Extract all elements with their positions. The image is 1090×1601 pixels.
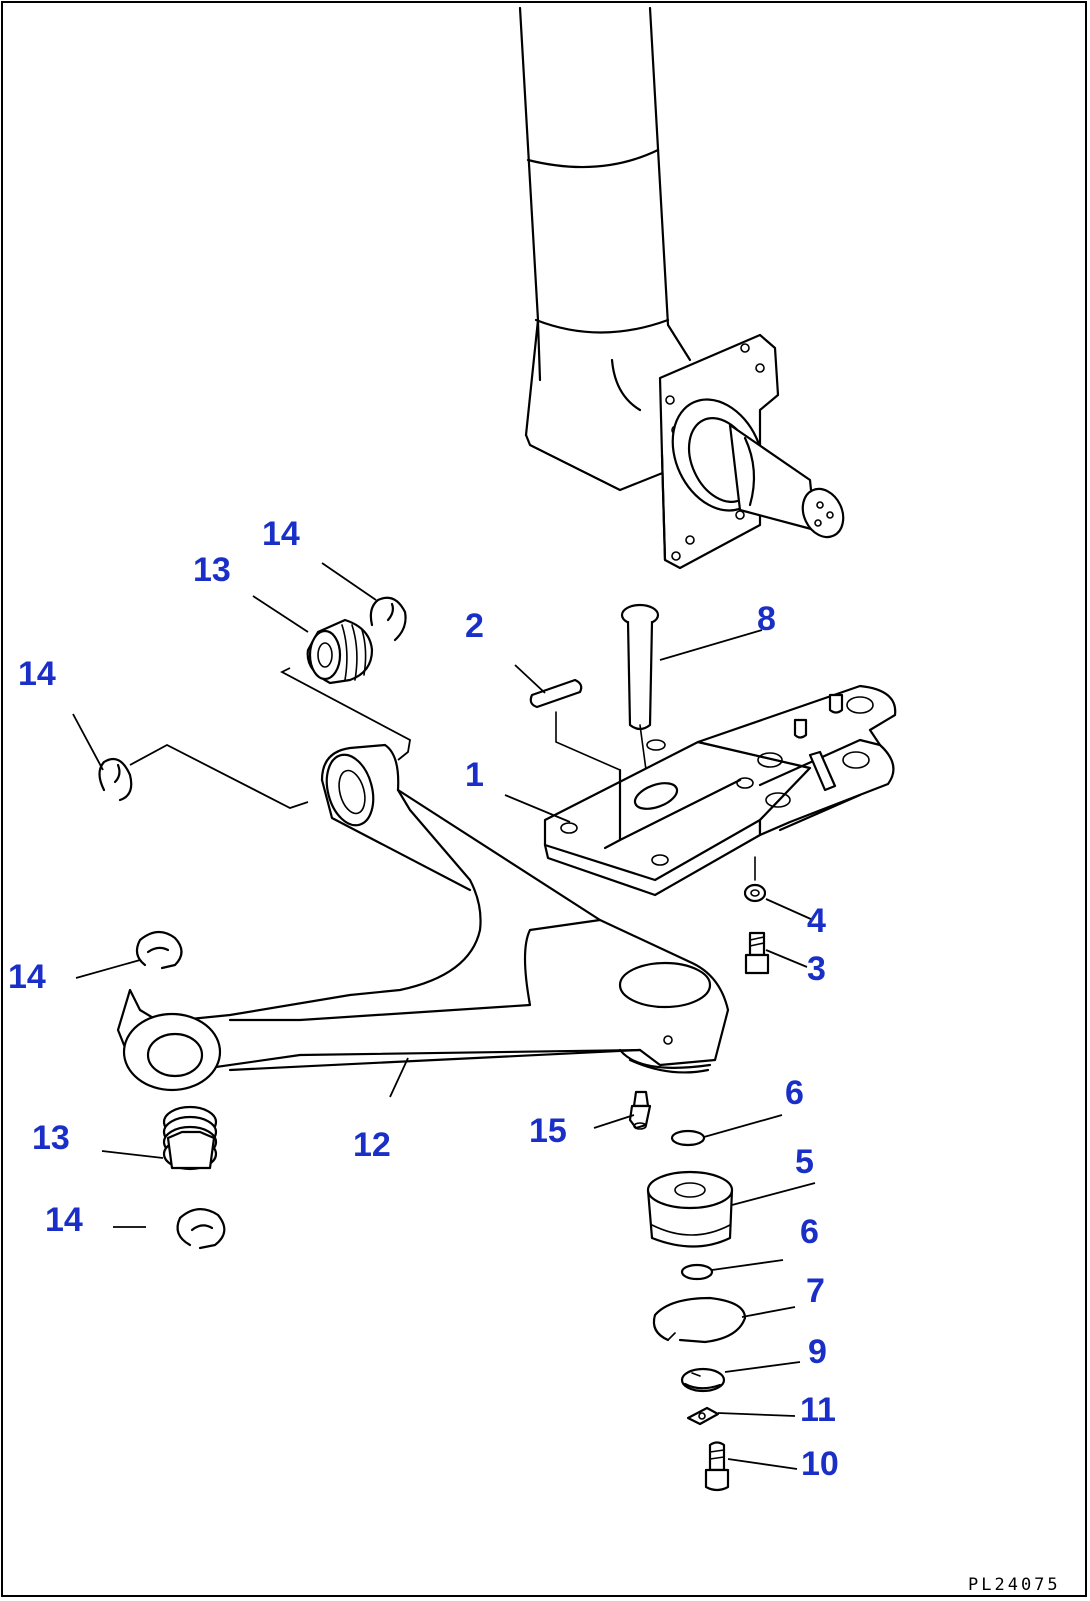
leader-lines: [72, 562, 816, 1470]
drawing-code: PL24075: [968, 1575, 1061, 1595]
callout-numbers: 14 13 14 2 8 1 4 3 14 12 15 6 5 13 14 6 …: [8, 515, 839, 1483]
callout-10: 10: [801, 1445, 839, 1483]
callout-13: 13: [193, 551, 231, 589]
callout-15: 15: [529, 1112, 567, 1150]
grease-fitting-part-15: [628, 1090, 652, 1130]
callout-2: 2: [465, 607, 484, 645]
callout-6: 6: [800, 1213, 819, 1251]
link-part-12: [116, 743, 730, 1092]
callout-3: 3: [807, 950, 826, 988]
callout-12: 12: [353, 1126, 391, 1164]
callout-5: 5: [795, 1143, 814, 1181]
snap-ring-part-14-b: [98, 757, 133, 802]
callout-13: 13: [32, 1119, 70, 1157]
callout-7: 7: [806, 1272, 825, 1310]
callout-14: 14: [18, 655, 56, 693]
callout-1: 1: [465, 756, 484, 794]
callout-4: 4: [807, 902, 826, 940]
snap-ring-part-14-a: [369, 596, 407, 642]
o-ring-part-6-upper: [670, 1129, 706, 1147]
bushing-part-13-upper: [306, 618, 374, 685]
snap-ring-part-7: [652, 1296, 747, 1344]
bearing-part-5: [646, 1170, 734, 1248]
callout-8: 8: [757, 600, 776, 638]
o-ring-part-6-lower: [680, 1263, 714, 1281]
callout-9: 9: [808, 1333, 827, 1371]
bolt-part-3: [744, 931, 770, 975]
lock-washer-part-11: [686, 1406, 720, 1426]
snap-ring-part-14-d: [176, 1208, 226, 1250]
washer-part-4: [743, 883, 767, 903]
callout-14: 14: [8, 958, 46, 996]
callout-14: 14: [45, 1201, 83, 1239]
bushing-part-13-lower: [162, 1105, 218, 1171]
callout-6: 6: [785, 1074, 804, 1112]
bolt-part-10: [704, 1441, 730, 1492]
key-part-2: [529, 678, 621, 771]
callout-14: 14: [262, 515, 300, 553]
bracket-part-1: [543, 684, 897, 897]
plate-part-9: [680, 1367, 726, 1393]
axle-housing: [518, 6, 845, 570]
callout-11: 11: [800, 1391, 836, 1429]
snap-ring-part-14-c: [135, 930, 183, 970]
